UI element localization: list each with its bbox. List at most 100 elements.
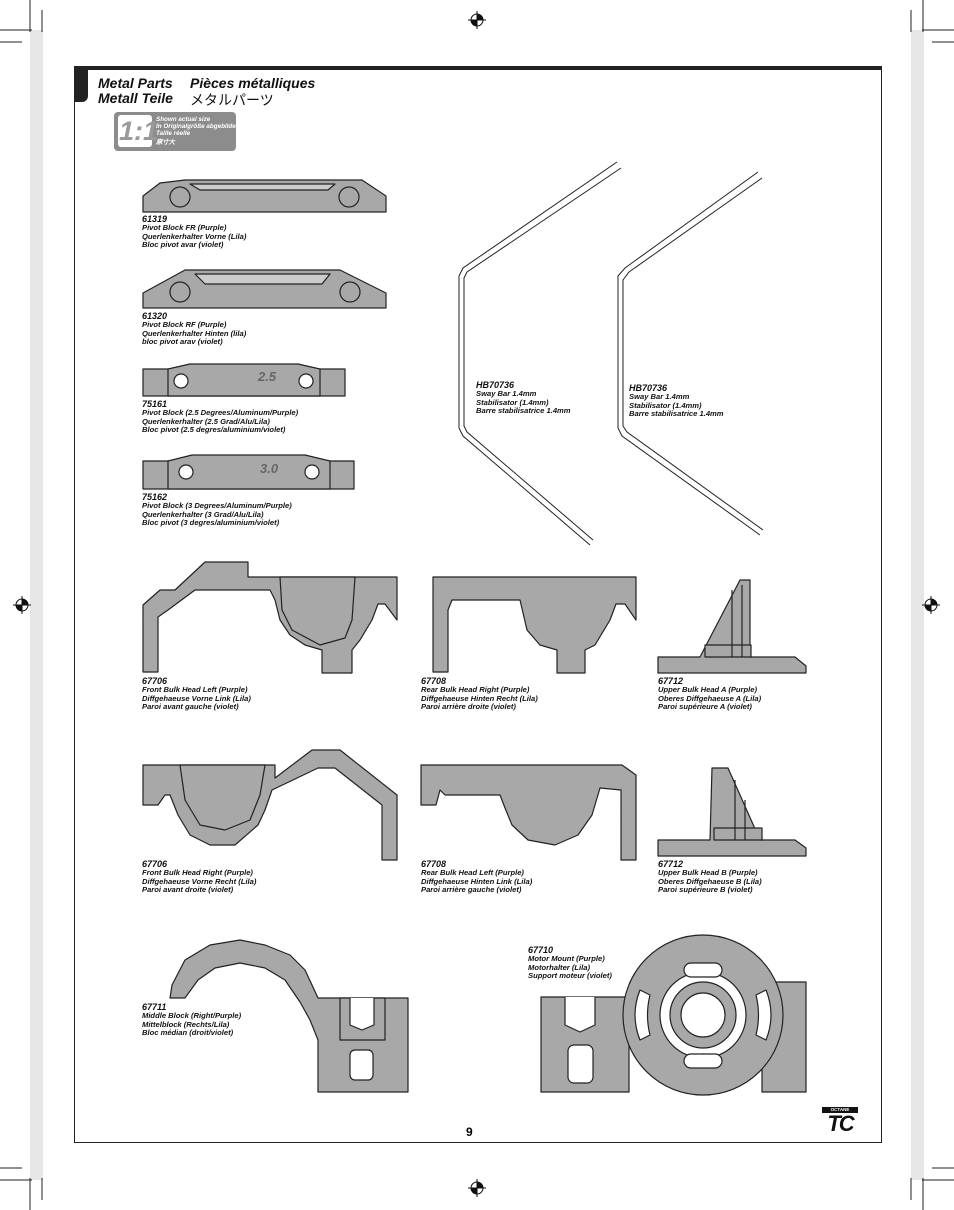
part-label-67708-right: 67708 Rear Bulk Head Right (Purple) Diff… [421,676,538,712]
part-desc-fr: Paroi arrière droite (violet) [421,702,516,712]
part-label-67706-right: 67706 Front Bulk Head Right (Purple) Dif… [142,859,256,895]
part-desc-en: Motor Mount (Purple) [528,954,605,963]
part-desc-de: Diffgehaeuse Hinten Link (Lila) [421,876,533,886]
part-desc-en: Upper Bulk Head B (Purple) [658,868,758,877]
part-number: 67712 [658,859,684,869]
part-number: 67708 [421,859,447,869]
part-label-61320: 61320 Pivot Block RF (Purple) Querlenker… [142,311,246,347]
part-number: 67706 [142,676,168,686]
part-number: 67708 [421,676,447,686]
part-number: 61320 [142,311,168,321]
scale-note-ja: 原寸大 [156,139,175,146]
part-desc-de: Querlenkerhalter (2.5 Grad/Alu/Lila) [142,416,270,426]
part-67706-left-drawing [142,561,398,674]
part-desc-en: Upper Bulk Head A (Purple) [658,685,758,694]
brand-logo: OCTANE TC [822,1107,858,1135]
logo-mark: TC [827,1111,854,1136]
title-english: Metal Parts [98,75,173,91]
part-desc-fr: Paroi supérieure A (violet) [658,702,752,712]
part-number: 67706 [142,859,168,869]
part-label-67712-b: 67712 Upper Bulk Head B (Purple) Oberes … [658,859,762,895]
part-desc-de: Motorhalter (Lila) [528,962,591,972]
part-desc-de: Oberes Diffgehaeuse B (Lila) [658,876,762,886]
part-desc-fr: Paroi avant droite (violet) [142,885,234,895]
part-desc-en: Rear Bulk Head Left (Purple) [421,868,524,877]
part-number: 67712 [658,676,684,686]
part-desc-de: Diffgehaeuse Vorne Link (Lila) [142,693,251,703]
part-number: 61319 [142,214,168,224]
logo-top-text: OCTANE [822,1107,858,1113]
part-label-67712-a: 67712 Upper Bulk Head A (Purple) Oberes … [658,676,761,712]
part-desc-en: Sway Bar 1.4mm [629,392,690,401]
part-desc-fr: Bloc pivot (3 degres/aluminium/violet) [142,518,280,528]
part-desc-fr: Support moteur (violet) [528,971,612,981]
part-desc-fr: Paroi avant gauche (violet) [142,702,239,712]
scale-note-fr: Taille réelle [156,130,191,137]
part-67711-drawing [169,939,409,1093]
part-label-75162: 75162 Pivot Block (3 Degrees/Aluminum/Pu… [142,492,292,528]
page-number: 9 [466,1125,473,1139]
part-desc-fr: Barre stabilisatrice 1.4mm [476,406,571,416]
part-desc-en: Front Bulk Head Right (Purple) [142,868,253,877]
part-desc-de: Stabilisator (1.4mm) [629,400,702,410]
part-number: 67711 [142,1002,167,1012]
title-french: Pièces métalliques [190,75,316,91]
part-75161-drawing [142,363,346,397]
engraving-3-0: 3.0 [260,461,279,476]
sway-bars-drawing [458,161,764,546]
part-number: 67710 [528,945,554,955]
part-desc-en: Sway Bar 1.4mm [476,389,537,398]
header-tab [74,66,88,102]
part-desc-en: Pivot Block (3 Degrees/Aluminum/Purple) [142,501,292,510]
part-desc-en: Pivot Block FR (Purple) [142,223,227,232]
part-67708-right-drawing [432,576,637,674]
part-desc-de: Querlenkerhalter Vorne (Lila) [142,231,247,241]
part-number: HB70736 [629,383,668,393]
part-desc-de: Diffgehaeuse Vorne Recht (Lila) [142,876,257,886]
title-german: Metall Teile [98,90,173,106]
part-desc-fr: Paroi supérieure B (violet) [658,885,753,895]
part-desc-fr: Paroi arrière gauche (violet) [421,885,522,895]
scale-note-de: In Originalgröße abgebildet [156,123,238,130]
part-label-67708-left: 67708 Rear Bulk Head Left (Purple) Diffg… [421,859,532,895]
engraving-2-5: 2.5 [258,369,277,384]
part-67712-a-drawing [657,579,807,674]
part-67706-right-drawing [142,749,398,861]
part-61319-drawing [142,179,387,213]
actual-size-badge: 1:1 Shown actual size In Originalgröße a… [114,112,238,151]
part-label-61319: 61319 Pivot Block FR (Purple) Querlenker… [142,214,246,250]
part-label-67706-left: 67706 Front Bulk Head Left (Purple) Diff… [142,676,251,712]
part-67712-b-drawing [657,767,807,857]
part-desc-en: Pivot Block (2.5 Degrees/Aluminum/Purple… [142,408,299,417]
part-label-hb70736-b: HB70736 Sway Bar 1.4mm Stabilisator (1.4… [629,383,724,419]
scale-note-en: Shown actual size [156,116,211,123]
part-75162-drawing [142,454,355,490]
part-number: 75161 [142,399,168,409]
scale-ratio-box: 1:1 [118,115,158,147]
part-label-67710: 67710 Motor Mount (Purple) Motorhalter (… [528,945,612,981]
part-desc-fr: Bloc pivot avar (violet) [142,240,224,250]
part-number: HB70736 [476,380,515,390]
part-desc-de: Querlenkerhalter Hinten (lila) [142,328,247,338]
part-label-hb70736-a: HB70736 Sway Bar 1.4mm Stabilisator (1.4… [476,380,571,416]
part-desc-de: Oberes Diffgehaeuse A (Lila) [658,693,762,703]
header-rule [74,66,882,70]
part-desc-en: Rear Bulk Head Right (Purple) [421,685,530,694]
title-japanese: メタルパーツ [190,92,274,108]
part-desc-de: Querlenkerhalter (3 Grad/Alu/Lila) [142,509,264,519]
page-frame [74,66,882,1143]
part-desc-de: Stabilisator (1.4mm) [476,397,549,407]
part-label-67711: 67711 Middle Block (Right/Purple) Mittel… [142,1002,241,1038]
part-desc-fr: Barre stabilisatrice 1.4mm [629,409,724,419]
part-desc-fr: bloc pivot arav (violet) [142,337,223,347]
part-67708-left-drawing [420,764,637,861]
part-desc-de: Mittelblock (Rechts/Lila) [142,1019,230,1029]
part-desc-en: Front Bulk Head Left (Purple) [142,685,248,694]
scale-ratio: 1:1 [119,116,159,146]
part-61320-drawing [142,269,387,309]
part-desc-fr: Bloc pivot (2.5 degres/aluminium/violet) [142,425,286,435]
part-label-75161: 75161 Pivot Block (2.5 Degrees/Aluminum/… [142,399,298,435]
part-number: 75162 [142,492,168,502]
